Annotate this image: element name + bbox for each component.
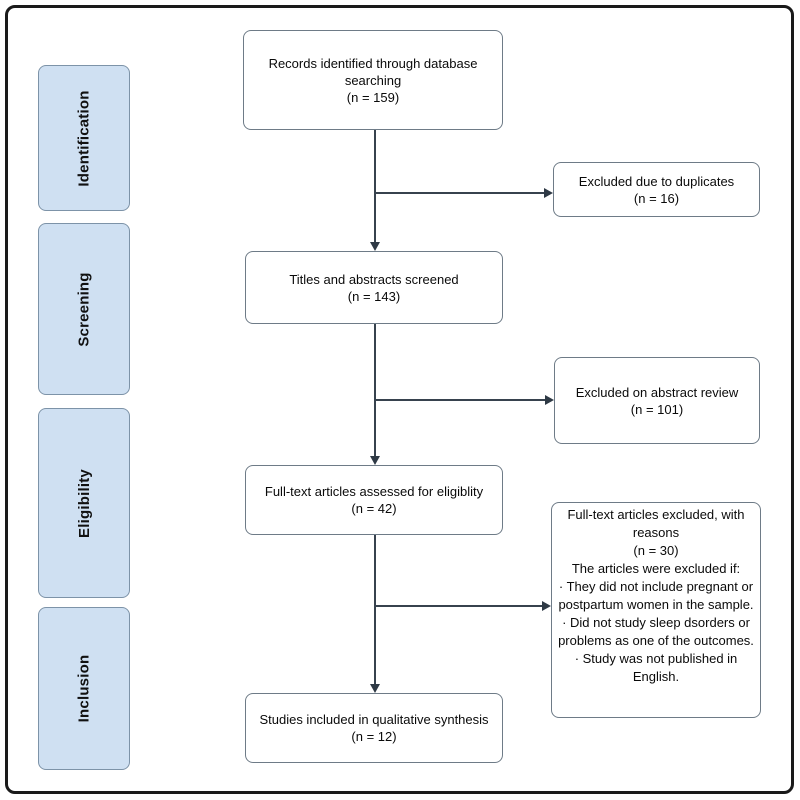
box-studies-included: Studies included in qualitative synthesi…: [245, 693, 503, 763]
stage-identification: Identification: [38, 65, 130, 211]
stage-screening: Screening: [38, 223, 130, 395]
reason-item: · They did not include pregnant or postp…: [558, 579, 754, 612]
box-screened-n: (n = 143): [347, 288, 401, 304]
stage-eligibility: Eligibility: [38, 408, 130, 598]
box-records-text: Records identified through database sear…: [268, 55, 478, 88]
reason-item: · Did not study sleep dsorders or proble…: [558, 615, 754, 648]
box-titles-abstracts-screened: Titles and abstracts screened (n = 143): [245, 251, 503, 324]
arrowhead-down-screened: [370, 242, 380, 251]
box-fulltext-assessed: Full-text articles assessed for eligibli…: [245, 465, 503, 535]
stage-screening-label: Screening: [75, 271, 93, 347]
box-fulltext-n: (n = 42): [351, 501, 397, 516]
connector-fulltext-to-included: [374, 535, 376, 684]
stage-inclusion-label: Inclusion: [75, 654, 93, 723]
reason-item: · Study was not published in English.: [574, 651, 738, 684]
reasons-intro: The articles were excluded if:: [571, 561, 741, 576]
box-fulltext-excluded-reasons: Full-text articles excluded, with reason…: [551, 502, 761, 718]
connector-to-abstract-review: [375, 399, 545, 401]
connector-to-duplicates: [375, 192, 545, 194]
arrowhead-down-fulltext: [370, 456, 380, 465]
connector-screened-to-fulltext: [374, 324, 376, 457]
arrowhead-down-included: [370, 684, 380, 693]
box-duplicates-n: (n = 16): [633, 190, 680, 206]
connector-records-to-screened: [374, 130, 376, 243]
box-screened-text: Titles and abstracts screened: [289, 271, 459, 287]
connector-to-fulltext-excluded: [375, 605, 542, 607]
stage-inclusion: Inclusion: [38, 607, 130, 770]
box-abstract-text: Excluded on abstract review: [575, 384, 739, 400]
arrowhead-right-duplicates: [544, 188, 553, 198]
box-included-n: (n = 12): [351, 729, 397, 744]
box-records-n: (n = 159): [346, 89, 400, 105]
stage-identification-label: Identification: [75, 89, 93, 187]
arrowhead-right-abstract-review: [545, 395, 554, 405]
arrowhead-right-fulltext-excluded: [542, 601, 551, 611]
box-duplicates-text: Excluded due to duplicates: [578, 173, 735, 189]
box-records-identified: Records identified through database sear…: [243, 30, 503, 130]
box-abstract-n: (n = 101): [630, 401, 684, 417]
box-excluded-duplicates: Excluded due to duplicates (n = 16): [553, 162, 760, 217]
reasons-n: (n = 30): [633, 543, 679, 558]
box-excluded-abstract-review: Excluded on abstract review (n = 101): [554, 357, 760, 444]
reasons-title: Full-text articles excluded, with reason…: [567, 507, 745, 540]
stage-eligibility-label: Eligibility: [75, 468, 93, 538]
box-fulltext-text: Full-text articles assessed for eligibli…: [264, 484, 484, 499]
box-included-text: Studies included in qualitative synthesi…: [259, 712, 489, 727]
